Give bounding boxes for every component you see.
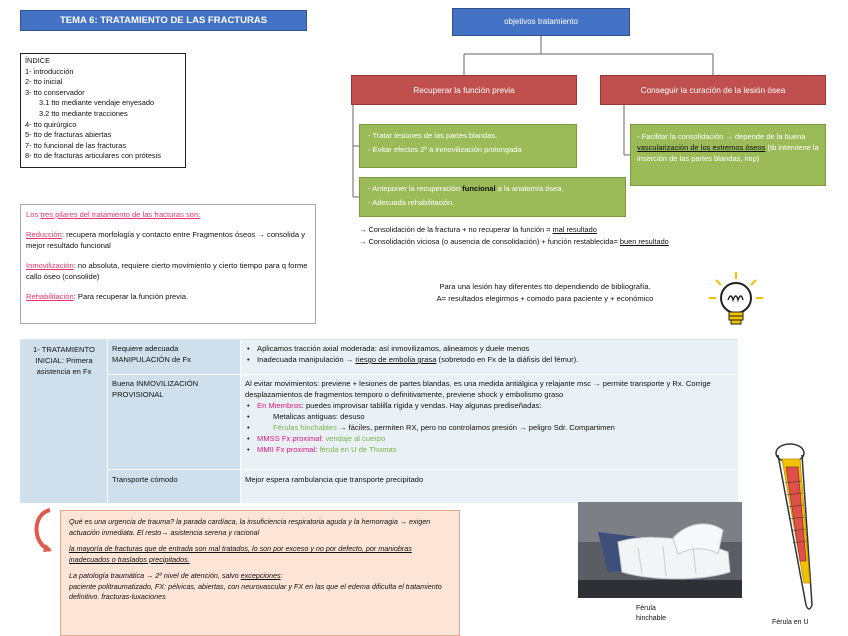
page-title: TEMA 6: TRATAMIENTO DE LAS FRACTURAS xyxy=(20,10,307,31)
pillar-reduccion: Reducción: recupera morfología y contact… xyxy=(26,230,306,250)
row-transport-label: Transporte cómodo xyxy=(108,470,240,503)
index-item: 1- introducción xyxy=(25,66,74,76)
trauma-urgency-note: Qué es una urgencia de trauma? la parada… xyxy=(60,510,460,636)
index-item: 3.2 tto mediante tracciones xyxy=(39,108,128,118)
objectives-connectors xyxy=(352,36,714,198)
photo-caption-line2: hinchable xyxy=(636,615,666,622)
pillar-rehabilitacion: Rehabilitación: Para recuperar la funció… xyxy=(26,292,189,301)
objective-recover-function: Recuperar la función previa xyxy=(351,75,577,105)
index-item: 7- tto funcional de las fracturas xyxy=(25,140,127,150)
index-item: 8- tto de fracturas articulares con prót… xyxy=(25,151,161,161)
objective-bone-healing: Conseguir la curación de la lesión ósea xyxy=(600,75,826,105)
objective-detail-line: - Tratar lesiones de las partes blandas. xyxy=(368,131,498,140)
consolidation-results: → Consolidación de la fractura + no recu… xyxy=(359,224,759,248)
photo-caption-line1: Férula xyxy=(636,605,656,612)
splint-caption: Férula en U xyxy=(772,619,809,626)
pillar-inmovilizacion: Inmovilización: no absoluta, requiere ci… xyxy=(26,261,308,281)
row-immobilization-label: Buena INMOVILIZACIÓN PROVISIONAL xyxy=(108,375,240,469)
row-immobilization-content: Al evitar movimientos: previene + lesion… xyxy=(241,375,738,469)
row-transport-content: Mejor espera rambulancia que transporte … xyxy=(241,470,738,503)
pillars-intro: Los tres pilares del tratamiento de las … xyxy=(26,210,201,219)
index-item: 2- tto inicial xyxy=(25,77,63,87)
result-line-bad: → Consolidación de la fractura + no recu… xyxy=(359,225,597,234)
index-heading: ÍNDICE xyxy=(25,56,51,65)
objectives-root: objetivos tratamiento xyxy=(452,8,630,36)
objective-detail-soft-tissue: - Tratar lesiones de las partes blandas.… xyxy=(359,124,577,168)
objective-detail-rehab: - Anteponer la recuperación funcional a … xyxy=(359,177,626,217)
objective-detail-line: - Adecuada rehabilitación. xyxy=(368,198,455,207)
inflatable-splint-photo xyxy=(578,502,742,598)
thomas-splint-illustration xyxy=(775,443,813,610)
bibliography-note: Para una lesión hay diferentes tto depen… xyxy=(436,282,654,303)
index-item: 4- tto quirúrgico xyxy=(25,119,77,129)
row-manipulation-content: Aplicamos tracción axial moderada: así i… xyxy=(241,340,738,374)
objective-detail-line: - Anteponer la recuperación funcional a … xyxy=(368,184,564,193)
index-item: 5- tto de fracturas abiertas xyxy=(25,130,112,140)
pillars-box: Los tres pilares del tratamiento de las … xyxy=(20,204,316,324)
index-box: ÍNDICE 1- introducción 2- tto inicial 3-… xyxy=(20,53,186,168)
initial-treatment-table: 1- TRATAMIENTO INICIAL: Primera asistenc… xyxy=(20,339,738,503)
objective-detail-line: - Evitar efectos 2º a inmovilización pro… xyxy=(368,145,522,154)
row-manipulation-label: Requiere adecuada MANIPULACIÓN de Fx xyxy=(108,340,240,374)
table-left-heading: 1- TRATAMIENTO INICIAL: Primera asistenc… xyxy=(21,340,107,503)
result-line-good: → Consolidación viciosa (o ausencia de c… xyxy=(359,237,669,246)
curved-arrow-icon xyxy=(34,508,52,552)
lightbulb-icon xyxy=(709,272,763,325)
index-item: 3.1 tto mediante vendaje enyesado xyxy=(39,98,155,108)
objective-detail-consolidation: - Facilitar la consolidación → depende d… xyxy=(630,124,826,186)
index-item: 3- tto conservador xyxy=(25,87,85,97)
